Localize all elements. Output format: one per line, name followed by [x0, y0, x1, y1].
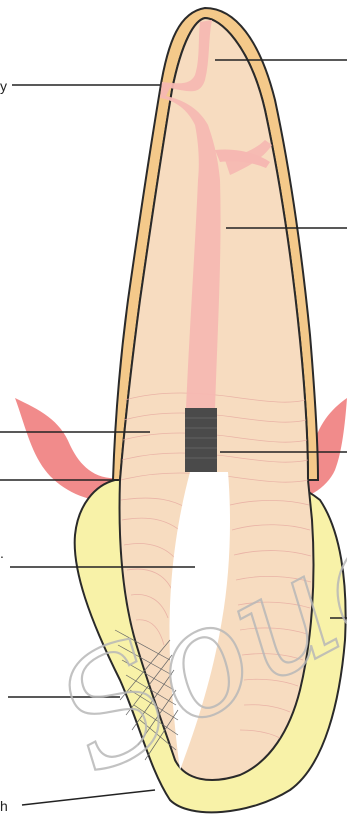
filling — [185, 408, 217, 472]
label-fragment-period: . — [0, 546, 4, 560]
label-fragment-h: h — [0, 799, 8, 813]
label-fragment-y: y — [0, 79, 7, 93]
